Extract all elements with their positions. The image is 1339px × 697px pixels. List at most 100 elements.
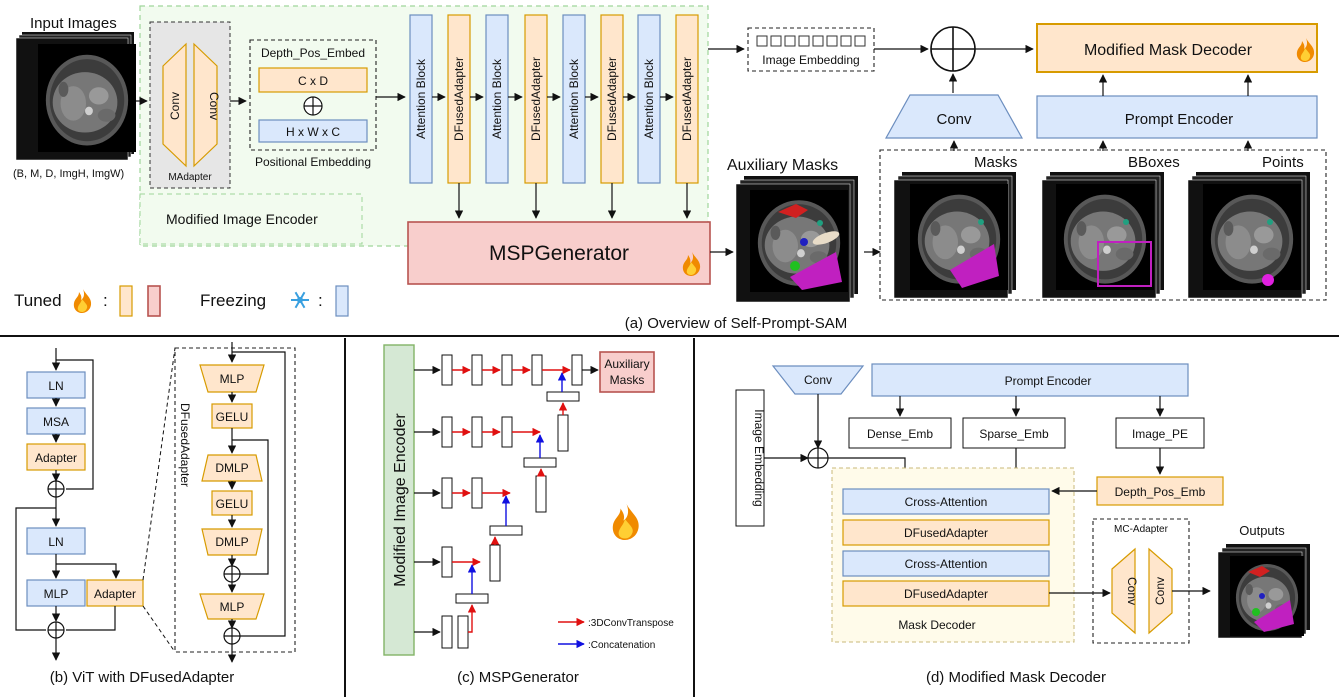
modified-image-encoder-caption-box xyxy=(139,193,363,245)
dec-prompt-encoder-box xyxy=(871,363,1189,397)
plus-circle-icon xyxy=(47,480,65,498)
dense-emb-box xyxy=(848,417,952,449)
d-dmlp-2-label: DMLP xyxy=(215,535,248,549)
cross-attention-1 xyxy=(842,488,1050,515)
vit-ln-1-label: LN xyxy=(48,379,63,393)
freezing-label: Freezing xyxy=(200,291,266,310)
tuned-swatch-orange xyxy=(119,285,133,317)
freezing-swatch-blue xyxy=(335,285,349,317)
attention-block-3-label: Attention Block xyxy=(567,58,581,139)
d-dmlp-1-label: DMLP xyxy=(215,461,248,475)
fire-icon xyxy=(73,289,92,313)
outputs-label: Outputs xyxy=(1239,523,1285,538)
modified-image-encoder-label: Modified Image Encoder xyxy=(166,211,318,227)
cross-attention-2-label: Cross-Attention xyxy=(905,557,988,571)
input-image-stack xyxy=(15,32,136,161)
tuned-label: Tuned xyxy=(14,291,62,310)
tuned-swatch-red xyxy=(147,285,161,317)
vit-mlp-label: MLP xyxy=(44,587,69,601)
cross-attention-2 xyxy=(842,550,1050,577)
input-images-title: Input Images xyxy=(30,15,117,32)
mask-prompt-stack xyxy=(893,172,1016,299)
caption-b: (b) ViT with DFusedAdapter xyxy=(50,669,235,686)
legend-3dconvtranspose: :3DConvTranspose xyxy=(588,618,674,629)
attention-block-4 xyxy=(637,14,661,184)
image-pe-box xyxy=(1115,417,1205,449)
mc-adapter-label: MC-Adapter xyxy=(1114,524,1169,535)
msp-aux-masks-line1: Auxiliary xyxy=(604,357,649,371)
plus-circle-icon xyxy=(930,26,976,72)
hxwxc-box xyxy=(258,119,368,143)
plus-circle-icon xyxy=(47,621,65,639)
dec-conv-label: Conv xyxy=(804,373,832,387)
prompt-encoder-box xyxy=(1036,95,1318,139)
vit-msa-label: MSA xyxy=(43,415,69,429)
mc-conv-left xyxy=(1111,547,1136,635)
madapter-conv-right xyxy=(193,42,218,168)
attention-block-4-label: Attention Block xyxy=(642,58,656,139)
depth-pos-embed-box xyxy=(249,39,377,151)
mc-conv1-label: Conv xyxy=(1125,577,1139,605)
mask-decoder-label: Mask Decoder xyxy=(898,618,975,632)
dec-image-embedding-label: Image Embedding xyxy=(752,409,766,506)
attention-block-2 xyxy=(485,14,509,184)
plus-circle-icon xyxy=(223,627,241,645)
mc-conv-right xyxy=(1148,547,1173,635)
msp-auxiliary-masks-box xyxy=(599,351,655,393)
tuned-colon: : xyxy=(103,291,108,310)
depth-pos-embed-title: Depth_Pos_Embed xyxy=(261,46,365,60)
dfused-adapter-3-label: DFusedAdapter xyxy=(605,57,619,141)
zoom-line-top xyxy=(142,347,176,581)
attention-block-1 xyxy=(409,14,433,184)
dfused-adapter-1-label: DFusedAdapter xyxy=(452,57,466,141)
dec-dfused-adapter-1-label: DFusedAdapter xyxy=(904,526,988,540)
depth-pos-emb-box xyxy=(1096,476,1224,506)
dec-dfused-adapter-1 xyxy=(842,519,1050,546)
mc-conv2-label: Conv xyxy=(1153,577,1167,605)
sparse-emb-box xyxy=(962,417,1066,449)
dec-conv-trapezoid xyxy=(771,365,865,395)
auxiliary-masks-label: Auxiliary Masks xyxy=(727,157,838,174)
point-prompt-stack xyxy=(1187,172,1310,299)
madapter-label: MAdapter xyxy=(168,172,212,183)
image-pe-label: Image_PE xyxy=(1132,427,1188,441)
dfused-adapter-2-label: DFusedAdapter xyxy=(529,57,543,141)
mc-adapter-box xyxy=(1092,518,1190,644)
dfused-adapter-side-label: DFusedAdapter xyxy=(178,403,192,487)
cxd-box xyxy=(258,67,368,93)
points-label: Points xyxy=(1262,154,1304,171)
attention-block-1-label: Attention Block xyxy=(414,58,428,139)
cross-attention-1-label: Cross-Attention xyxy=(905,495,988,509)
sparse-emb-label: Sparse_Emb xyxy=(979,427,1049,441)
d-gelu-2 xyxy=(211,490,253,516)
legend-concatenation: :Concatenation xyxy=(588,640,655,651)
freezing-colon: : xyxy=(318,291,323,310)
vit-adapter-1-label: Adapter xyxy=(35,451,77,465)
cxd-label: C x D xyxy=(298,74,328,88)
d-gelu-1 xyxy=(211,403,253,429)
d-gelu-1-label: GELU xyxy=(216,410,249,424)
msp-aux-masks-line2: Masks xyxy=(610,373,645,387)
vit-mlp xyxy=(26,579,86,607)
msp-encoder-box xyxy=(383,344,415,656)
d-gelu-2-label: GELU xyxy=(216,497,249,511)
modified-mask-decoder-label: Modified Mask Decoder xyxy=(1084,42,1253,59)
vit-adapter-2-label: Adapter xyxy=(94,587,136,601)
masks-label: Masks xyxy=(974,154,1017,171)
vit-adapter-2 xyxy=(86,579,144,607)
hxwxc-label: H x W x C xyxy=(286,125,340,139)
snowflake-icon xyxy=(291,291,309,309)
vit-ln-2-label: LN xyxy=(48,535,63,549)
plus-circle-icon xyxy=(223,565,241,583)
vit-adapter-1 xyxy=(26,443,86,471)
depth-pos-emb-label: Depth_Pos_Emb xyxy=(1115,485,1206,499)
madapter-conv1-label: Conv xyxy=(168,92,182,120)
d-mlp-1-label: MLP xyxy=(220,372,245,386)
msp-unet: Auxiliary Masks xyxy=(414,351,655,649)
caption-a: (a) Overview of Self-Prompt-SAM xyxy=(625,315,848,332)
image-embedding-label: Image Embedding xyxy=(762,53,859,67)
bboxes-label: BBoxes xyxy=(1128,154,1180,171)
dec-prompt-encoder-label: Prompt Encoder xyxy=(1005,374,1092,388)
d-mlp-2-label: MLP xyxy=(220,600,245,614)
